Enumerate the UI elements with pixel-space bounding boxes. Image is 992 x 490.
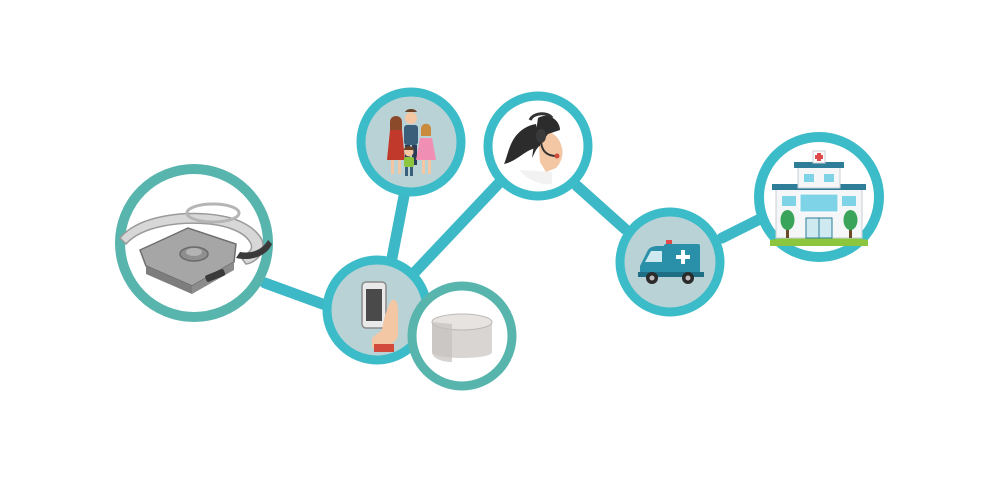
- connector-operator-to-ambulance: [571, 180, 631, 235]
- ambulance-icon: [638, 240, 704, 284]
- smart-speaker-icon: [431, 313, 493, 362]
- headset-operator-icon: [504, 112, 563, 185]
- node-ambulance: [615, 207, 725, 317]
- family-icon: [387, 109, 436, 176]
- connector-ambulance-to-hospital: [716, 213, 766, 244]
- node-hospital: [754, 132, 884, 262]
- node-smartphone: [322, 255, 432, 365]
- node-wearable-sensor: [115, 164, 273, 322]
- connectors: [259, 176, 766, 312]
- connector-phone-to-family: [386, 190, 410, 264]
- node-smart-speaker: [407, 281, 517, 391]
- node-call-center-operator: [483, 91, 593, 201]
- connector-phone-to-operator: [409, 176, 506, 278]
- connector-sensor-to-phone: [259, 277, 334, 312]
- smartphone-in-hand-icon: [361, 281, 398, 352]
- wearable-fall-detector-icon: [118, 202, 272, 294]
- node-family: [356, 87, 466, 197]
- hospital-icon: [770, 150, 868, 246]
